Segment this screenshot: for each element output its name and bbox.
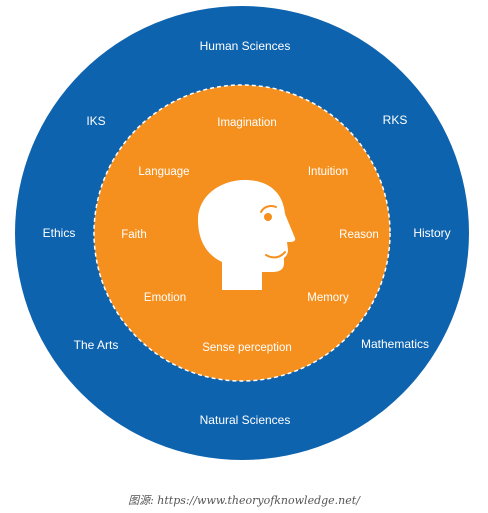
label-rks: RKS <box>383 113 408 127</box>
head-profile-icon <box>198 180 296 290</box>
knowledge-diagram: Human Sciences IKS RKS Ethics History Th… <box>15 6 469 460</box>
label-iks: IKS <box>86 114 105 128</box>
label-human-sciences: Human Sciences <box>200 39 291 53</box>
label-emotion: Emotion <box>144 292 186 304</box>
label-sense-perception: Sense perception <box>202 342 292 354</box>
label-natural-sciences: Natural Sciences <box>200 413 291 427</box>
label-language: Language <box>138 166 189 178</box>
label-mathematics: Mathematics <box>361 337 429 351</box>
label-history: History <box>413 226 450 240</box>
label-imagination: Imagination <box>217 117 276 129</box>
label-intuition: Intuition <box>308 166 348 178</box>
image-caption: 图源: https://www.theoryofknowledge.net/ <box>128 494 360 507</box>
label-ethics: Ethics <box>43 226 76 240</box>
label-memory: Memory <box>307 292 349 304</box>
label-the-arts: The Arts <box>74 338 119 352</box>
label-reason: Reason <box>339 229 379 241</box>
inner-circle-dashed-border <box>93 84 391 382</box>
label-faith: Faith <box>121 229 147 241</box>
